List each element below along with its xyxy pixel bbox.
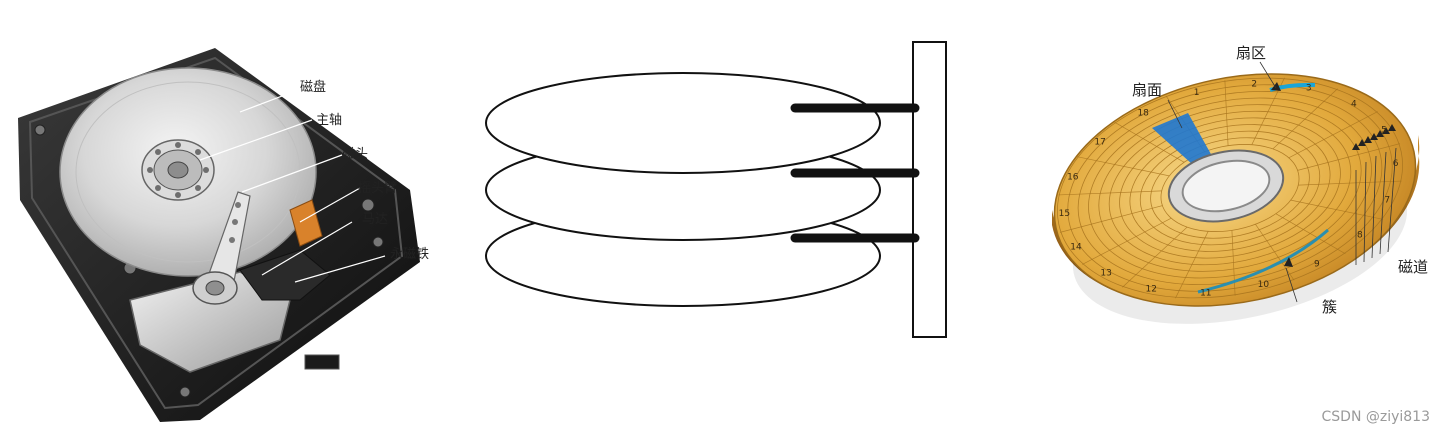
sector-number: 2 xyxy=(1251,79,1257,89)
disk-sector-line xyxy=(1231,230,1236,296)
disk-tracks xyxy=(1057,77,1403,299)
highlighted-track-arc xyxy=(1197,228,1329,294)
label-surface: 扇面 xyxy=(1132,81,1162,99)
actuator-bar xyxy=(912,41,947,338)
sector-number: 3 xyxy=(1306,83,1312,93)
label-head-arm: 摇头臂 xyxy=(358,181,397,196)
actuator-arm xyxy=(129,191,291,373)
disk-track xyxy=(1150,137,1310,239)
disk-sector-line xyxy=(1077,156,1170,177)
disk-sector-line xyxy=(1297,143,1401,171)
label-cluster: 簇 xyxy=(1322,298,1337,316)
disk-sector-line xyxy=(1290,199,1383,220)
sector-number: 14 xyxy=(1070,242,1082,252)
disk-sector-line xyxy=(1114,121,1185,163)
sector-number: 11 xyxy=(1200,289,1211,299)
sector-number: 10 xyxy=(1258,280,1270,290)
disk-sector-line xyxy=(1288,111,1378,159)
disk-track xyxy=(1108,110,1352,266)
sector-number: 16 xyxy=(1067,173,1079,183)
watermark: CSDN @ziyi813 xyxy=(1321,409,1431,425)
sector-number: 18 xyxy=(1137,108,1149,118)
sector-number: 8 xyxy=(1357,230,1363,240)
spindle xyxy=(141,139,215,201)
disk-track xyxy=(1067,84,1393,292)
disk-sector-line xyxy=(1255,224,1295,281)
sector-number: 1 xyxy=(1194,88,1200,98)
disk-sector-line xyxy=(1059,205,1163,233)
label-sector: 扇区 xyxy=(1236,44,1266,62)
sector-number: 15 xyxy=(1059,209,1070,219)
hdd-leader-lines xyxy=(199,89,386,283)
disk-track xyxy=(1077,90,1383,286)
cluster-pointer xyxy=(1284,257,1293,267)
disk-sector-line xyxy=(1122,226,1188,288)
disk-sector-line xyxy=(1058,190,1162,196)
disk-sector-line xyxy=(1175,231,1209,299)
platter-stack-diagram xyxy=(485,41,947,338)
sector-number: 7 xyxy=(1384,195,1390,205)
disk-track xyxy=(1160,144,1300,232)
disk-sector-line xyxy=(1082,217,1172,265)
sector-number: 6 xyxy=(1393,159,1399,169)
label-motor: 马达 xyxy=(362,212,388,227)
cluster-markers xyxy=(1352,124,1396,150)
label-permanent-magnet: 永磁铁 xyxy=(390,247,429,262)
sector-pointer xyxy=(1271,82,1281,91)
sector-number: 13 xyxy=(1100,269,1111,279)
disk-track xyxy=(1129,124,1331,252)
disk-track xyxy=(1119,117,1341,259)
permanent-magnet xyxy=(239,249,331,301)
highlighted-sector-surface xyxy=(1152,113,1212,164)
disk-track xyxy=(1098,104,1362,272)
disk-sector-line xyxy=(1275,213,1346,255)
sector-number: 17 xyxy=(1094,138,1105,148)
platter-inner-ring xyxy=(75,81,301,263)
disk-track xyxy=(1088,97,1372,279)
hard-disk-drive: 磁盘 主轴 磁头 摇头臂 马达 永磁铁 xyxy=(18,48,429,422)
disk-leader-lines xyxy=(1167,61,1397,303)
label-spindle: 主轴 xyxy=(316,113,342,128)
disk-sector-line xyxy=(1224,80,1229,146)
disk-track xyxy=(1139,130,1321,246)
platter-ellipse-1 xyxy=(485,72,881,174)
disk-sector-line xyxy=(1272,88,1338,150)
sector-number: 9 xyxy=(1314,260,1320,270)
sector-number: 5 xyxy=(1381,126,1387,136)
sector-number: 12 xyxy=(1145,285,1156,295)
disk-track xyxy=(1057,77,1403,299)
flex-connector xyxy=(289,199,323,247)
sector-number: 4 xyxy=(1351,99,1357,109)
disk-hub-hole xyxy=(1181,159,1271,213)
label-platter: 磁盘 xyxy=(300,79,326,95)
label-head: 磁头 xyxy=(342,147,368,162)
hdd-connector xyxy=(304,354,340,370)
label-track: 磁道 xyxy=(1398,258,1428,276)
